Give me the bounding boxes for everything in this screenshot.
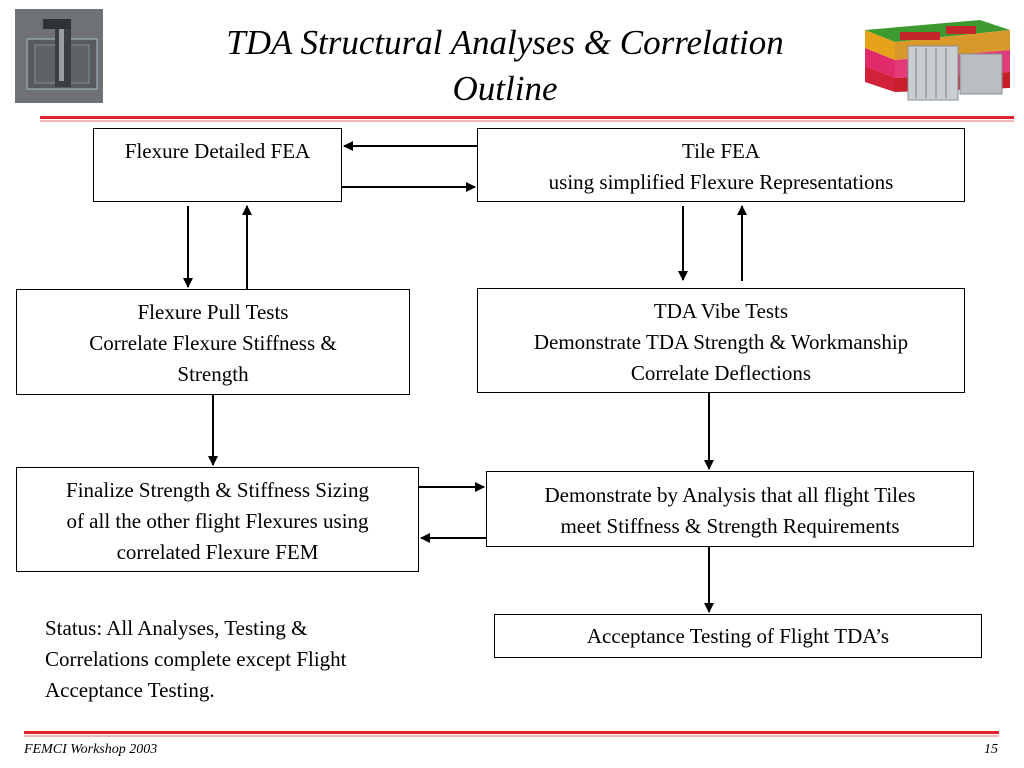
demonstrate-by-analysis-box: Demonstrate by Analysis that all flight … xyxy=(486,471,974,547)
box-line: Finalize Strength & Stiffness Sizing xyxy=(66,478,369,502)
slide-title: TDA Structural Analyses & Correlation Ou… xyxy=(150,20,860,112)
status-line: Correlations complete except Flight xyxy=(45,647,347,671)
footer-rule-pink xyxy=(24,735,999,737)
flexure-thumbnail-image xyxy=(15,9,103,103)
box-line: Demonstrate by Analysis that all flight … xyxy=(544,483,916,507)
finalize-sizing-box: Finalize Strength & Stiffness Sizing of … xyxy=(16,467,419,572)
box-line: Acceptance Testing of Flight TDA’s xyxy=(586,624,890,648)
box-line: Demonstrate TDA Strength & Workmanship xyxy=(533,330,909,354)
page-number: 15 xyxy=(984,742,998,757)
status-line: Status: All Analyses, Testing & xyxy=(45,616,308,640)
flexure-detailed-fea-box: Flexure Detailed FEA xyxy=(93,128,342,202)
box-line: Correlate Flexure Stiffness & xyxy=(89,331,337,355)
header-rule-pink xyxy=(40,120,1014,122)
tda-assembly-image xyxy=(860,10,1015,102)
flexure-pull-tests-box: Flexure Pull Tests Correlate Flexure Sti… xyxy=(16,289,410,395)
box-line: TDA Vibe Tests xyxy=(653,299,789,323)
box-line: Tile FEA xyxy=(681,139,760,163)
box-line: Flexure Pull Tests xyxy=(137,300,289,324)
tda-vibe-tests-box: TDA Vibe Tests Demonstrate TDA Strength … xyxy=(477,288,965,393)
box-line: using simplified Flexure Representations xyxy=(548,170,894,194)
box-line: of all the other flight Flexures using xyxy=(66,509,369,533)
box-line: Flexure Detailed FEA xyxy=(124,139,311,163)
title-line-2: Outline xyxy=(452,69,558,108)
title-line-1: TDA Structural Analyses & Correlation xyxy=(226,23,784,62)
status-line: Acceptance Testing. xyxy=(45,678,215,702)
footer-event: FEMCI Workshop 2003 xyxy=(24,742,158,757)
status-note: Status: All Analyses, Testing & Correlat… xyxy=(45,613,445,706)
tile-fea-box: Tile FEA using simplified Flexure Repres… xyxy=(477,128,965,202)
box-line: Strength xyxy=(177,362,249,386)
acceptance-testing-box: Acceptance Testing of Flight TDA’s xyxy=(494,614,982,658)
header-rule xyxy=(40,116,1014,122)
header-rule-red xyxy=(40,116,1014,119)
box-line: correlated Flexure FEM xyxy=(116,540,319,564)
footer-rule-red xyxy=(24,731,999,734)
box-line: Correlate Deflections xyxy=(630,361,812,385)
box-line: meet Stiffness & Strength Requirements xyxy=(560,514,900,538)
footer-rule xyxy=(24,731,999,737)
